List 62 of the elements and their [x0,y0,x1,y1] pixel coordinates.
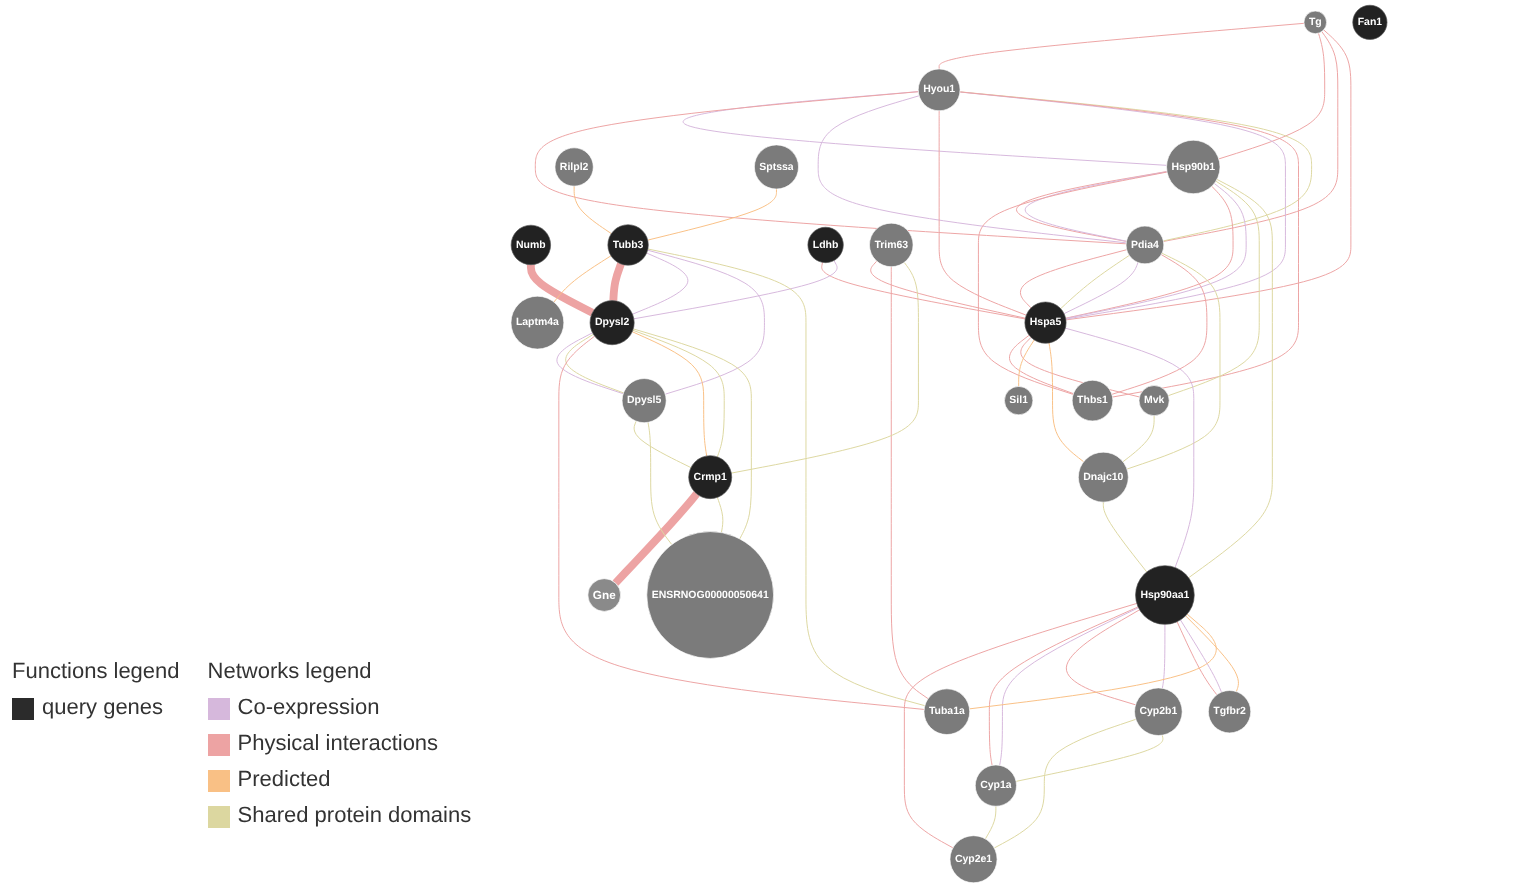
connector [817,95,1127,244]
connector [1122,415,1155,463]
connector [1218,32,1326,160]
connector [612,491,700,586]
connector [647,421,673,546]
connector [890,266,929,700]
connector [565,333,624,394]
connector [1015,734,1164,782]
connector [730,261,919,474]
legend-text: Physical interactions [237,732,439,756]
connector [1018,339,1035,387]
connector [556,332,624,395]
connector [1185,615,1239,693]
connector [683,91,1168,166]
connector [632,252,689,315]
legend-heading: Functions legend [12,660,180,684]
connector [526,263,595,317]
connector [631,331,708,457]
connector [1188,178,1273,579]
connector [1048,342,1085,463]
connector [1020,336,1140,398]
connector [1065,29,1352,321]
connector [984,805,997,840]
connector [573,185,612,235]
legend-heading: Networks legend [207,660,374,684]
connector [558,335,925,710]
connector [1163,31,1339,242]
connector [647,248,926,707]
connector [1126,252,1221,470]
connector [1111,254,1208,395]
connector [903,602,1138,849]
connector [716,496,724,534]
connector [1161,623,1166,689]
legend-text: Co-expression [237,696,380,720]
connector [1065,609,1141,706]
connector [969,613,1217,710]
connector [1063,262,1139,315]
connector [647,188,777,241]
connector [821,261,1026,320]
connector [609,262,625,302]
connector [1009,334,1074,395]
connector [633,420,692,469]
legend-text: Predicted [237,768,331,792]
connector [1064,327,1195,568]
connector [959,91,1299,398]
connector [993,718,1137,849]
connector [959,91,1313,242]
connector [632,328,752,540]
connector [1060,254,1130,310]
connector [870,260,1026,319]
connector [633,260,838,320]
legend-text: query genes [42,696,164,720]
connector [1020,249,1128,309]
connector [534,91,1127,245]
connector [553,255,612,303]
connector [647,249,765,395]
connector [938,110,1027,316]
legend-text: Shared protein domains [237,804,472,828]
connector [938,22,1305,70]
connector [1167,180,1260,397]
connector [632,329,725,458]
connector [1102,501,1148,573]
